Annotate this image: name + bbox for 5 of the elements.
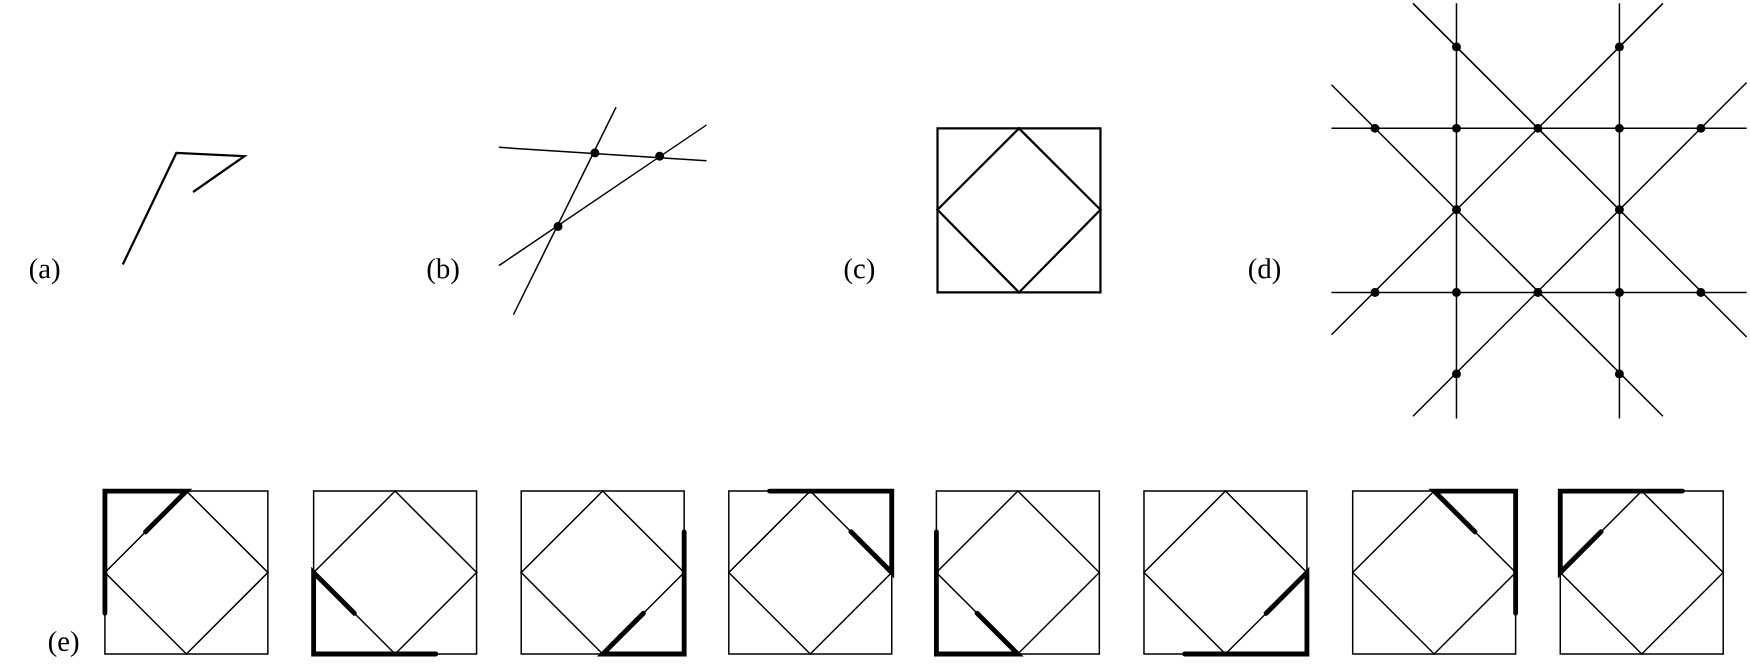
panel-label: (d) [1249, 258, 1281, 285]
panel-label: (e) [48, 631, 79, 658]
panel-label: (c) [844, 258, 875, 285]
panel-label: (a) [29, 258, 60, 285]
panel-label: (b) [427, 258, 459, 285]
